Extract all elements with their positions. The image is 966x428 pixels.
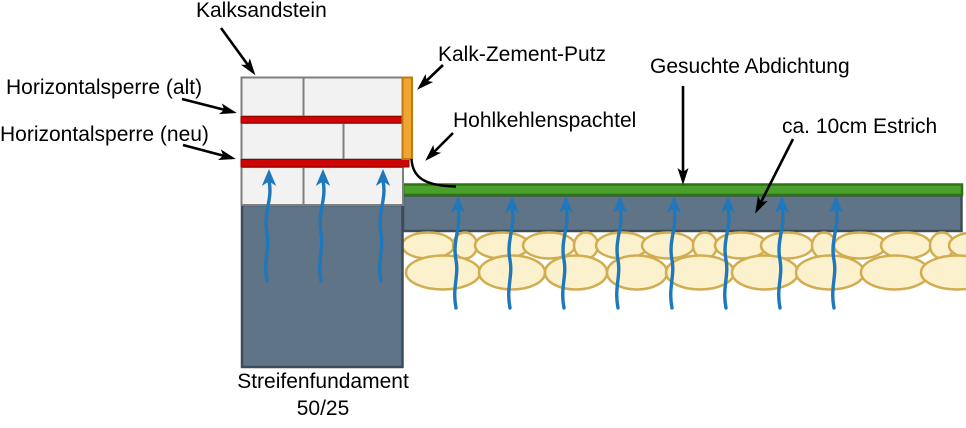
label-horizontalsperre-alt: Horizontalsperre (alt) — [6, 76, 203, 99]
label-arrows — [181, 27, 795, 214]
label-gesuchte-abdichtung: Gesuchte Abdichtung — [650, 55, 850, 78]
arrow-kalksandstein — [219, 27, 256, 76]
arrow-horizontalsperre-alt — [181, 97, 237, 115]
label-streifenfundament-line1: Streifenfundament — [237, 370, 409, 393]
label-horizontalsperre-neu: Horizontalsperre (neu) — [0, 123, 209, 146]
cove-curve — [410, 158, 457, 188]
sealing-layer — [401, 183, 964, 197]
gravel-layer — [400, 231, 966, 291]
label-kalksandstein: Kalksandstein — [196, 0, 327, 22]
label-streifenfundament-line2: 50/25 — [296, 397, 350, 420]
arrow-hohlkehlenspachtel — [425, 132, 454, 161]
horizontal-barrier-new — [240, 159, 410, 168]
plaster-strip — [401, 76, 413, 160]
label-streifenfundament: Streifenfundament 50/25 — [212, 368, 434, 422]
arrow-estrich — [755, 138, 795, 214]
floor-slab — [401, 194, 963, 233]
label-estrich: ca. 10cm Estrich — [782, 115, 938, 138]
label-hohlkehlenspachtel: Hohlkehlenspachtel — [453, 109, 637, 132]
arrow-kalk-zement-putz — [417, 64, 444, 90]
arrow-horizontalsperre-neu — [182, 143, 236, 160]
label-kalk-zement-putz: Kalk-Zement-Putz — [438, 43, 607, 66]
horizontal-barrier-old — [240, 116, 404, 124]
